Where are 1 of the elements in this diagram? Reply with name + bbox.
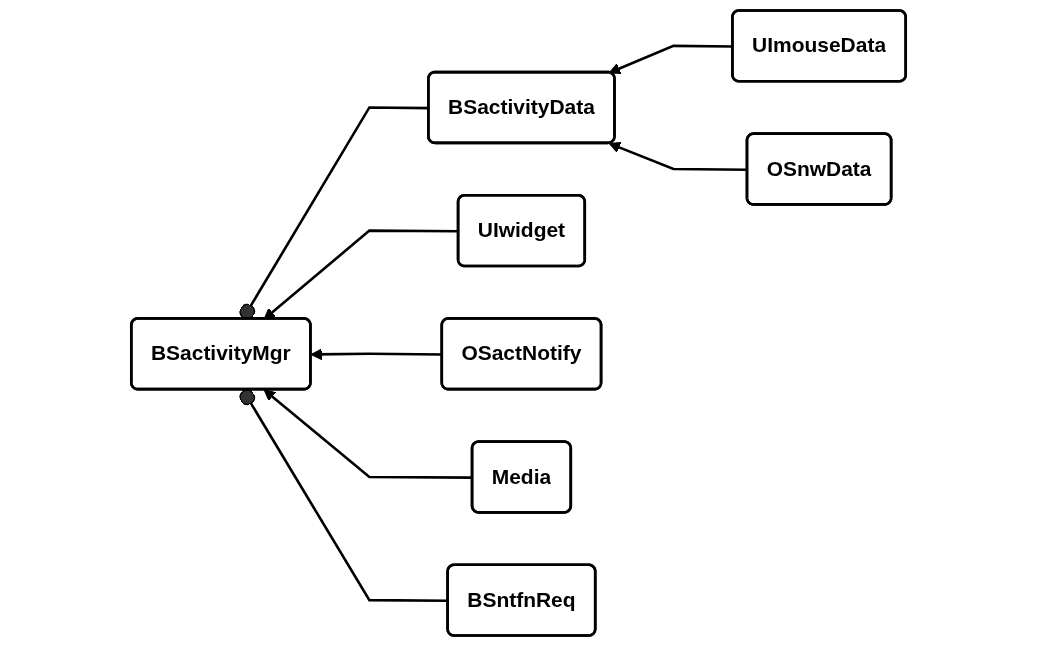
arrow: [263, 389, 473, 479]
